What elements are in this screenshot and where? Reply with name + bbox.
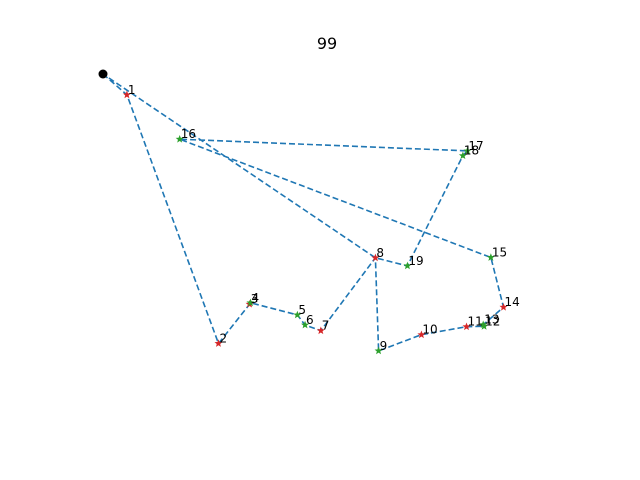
point-label-9: 9 — [380, 339, 388, 353]
point-label-14: 14 — [505, 295, 520, 309]
point-label-15: 15 — [492, 246, 507, 260]
chart-title: 99 — [317, 34, 337, 53]
point-label-13: 13 — [484, 313, 499, 327]
point-marker-8 — [371, 253, 380, 262]
point-label-3: 3 — [251, 292, 259, 306]
start-point-marker — [98, 69, 108, 79]
point-label-7: 7 — [322, 319, 330, 333]
point-label-10: 10 — [422, 323, 437, 337]
point-label-2: 2 — [220, 332, 228, 346]
point-label-5: 5 — [298, 303, 306, 317]
point-marker-2 — [214, 339, 223, 347]
point-marker-13 — [479, 320, 488, 329]
point-label-17: 17 — [468, 139, 483, 153]
point-marker-15 — [486, 253, 495, 261]
point-marker-5 — [293, 310, 302, 319]
point-marker-1 — [122, 90, 131, 99]
point-label-16: 16 — [181, 127, 196, 141]
point-marker-10 — [417, 330, 426, 339]
point-marker-19 — [403, 261, 412, 270]
point-label-4: 4 — [252, 291, 260, 305]
point-marker-16 — [175, 134, 184, 143]
point-label-18: 18 — [464, 144, 479, 158]
point-label-12: 12 — [485, 314, 500, 328]
point-label-19: 19 — [408, 254, 423, 268]
point-marker-18 — [458, 151, 467, 160]
point-label-8: 8 — [376, 246, 384, 260]
point-label-1: 1 — [128, 83, 136, 97]
point-label-11: 11 — [468, 315, 483, 329]
point-marker-4 — [246, 298, 255, 307]
route-points — [98, 69, 508, 355]
point-marker-6 — [301, 320, 310, 329]
point-marker-14 — [499, 302, 508, 311]
point-marker-17 — [463, 146, 472, 155]
point-label-6: 6 — [306, 313, 314, 327]
point-marker-7 — [316, 326, 325, 335]
point-marker-11 — [462, 322, 471, 331]
point-marker-9 — [374, 346, 383, 355]
